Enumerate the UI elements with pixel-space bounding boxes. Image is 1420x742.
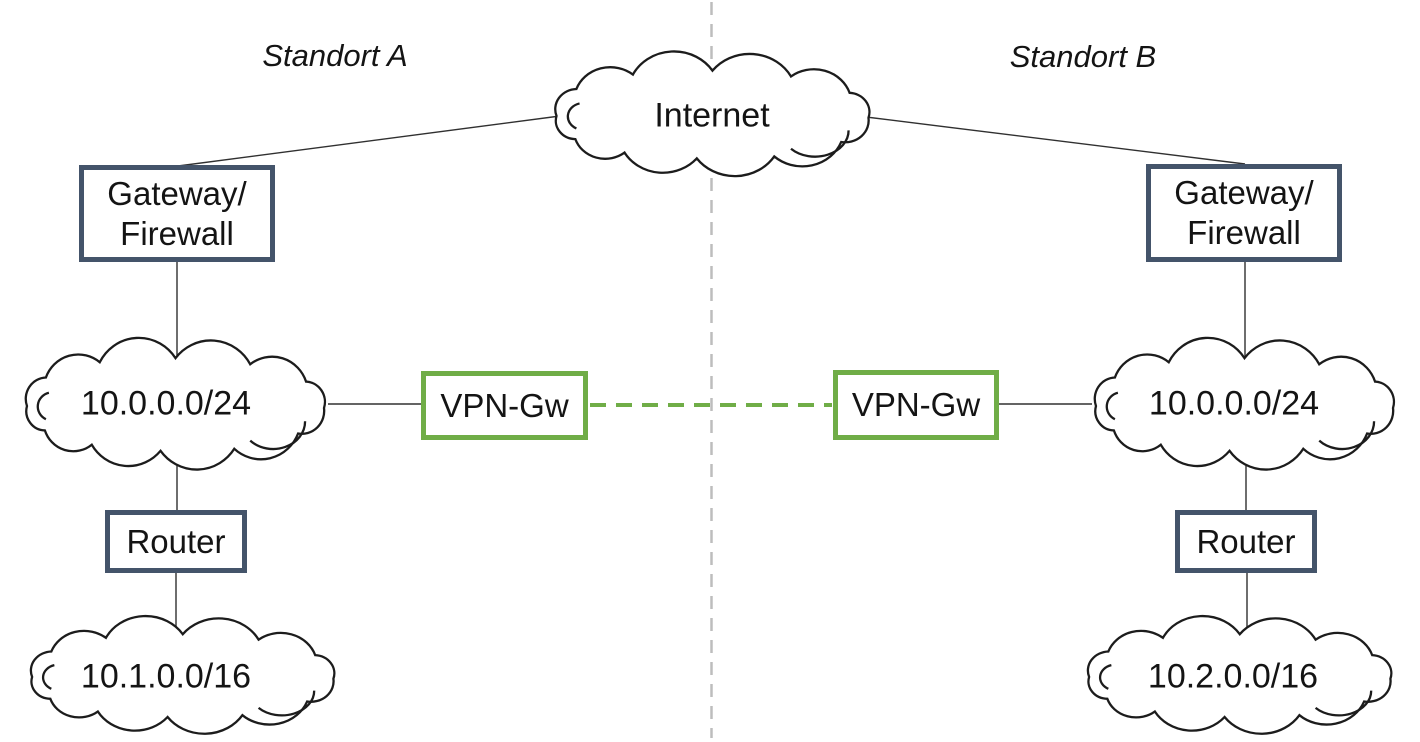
- vpn-gateway-a-node: VPN-Gw: [421, 371, 588, 440]
- internet-label: Internet: [654, 96, 770, 135]
- gateway-firewall-a-label-line2: Firewall: [120, 214, 234, 252]
- gateway-firewall-b-label-line2: Firewall: [1187, 214, 1301, 251]
- link-gatewayA-internet: [177, 115, 561, 167]
- lan-b-label: 10.2.0.0/16: [1147, 657, 1319, 696]
- router-a-node: Router: [105, 510, 247, 573]
- router-b-node: Router: [1175, 510, 1317, 573]
- gateway-firewall-a-node: Gateway/ Firewall: [79, 165, 275, 262]
- link-gatewayB-internet: [865, 116, 1246, 165]
- router-a-label: Router: [126, 522, 226, 560]
- lan-a-label: 10.1.0.0/16: [80, 657, 252, 696]
- vpn-gateway-b-node: VPN-Gw: [833, 370, 999, 440]
- transfer-net-a-label: 10.0.0.0/24: [80, 384, 252, 423]
- site-b-title: Standort B: [1009, 39, 1157, 74]
- transfer-net-b-label: 10.0.0.0/24: [1148, 384, 1320, 423]
- site-a-title: Standort A: [262, 38, 408, 73]
- vpn-gateway-a-label: VPN-Gw: [440, 386, 569, 424]
- gateway-firewall-b-node: Gateway/ Firewall: [1146, 164, 1342, 262]
- gateway-firewall-b-label-line1: Gateway/: [1174, 174, 1314, 211]
- vpn-gateway-b-label: VPN-Gw: [851, 386, 981, 423]
- gateway-firewall-a-label-line1: Gateway/: [107, 174, 247, 212]
- router-b-label: Router: [1196, 522, 1296, 560]
